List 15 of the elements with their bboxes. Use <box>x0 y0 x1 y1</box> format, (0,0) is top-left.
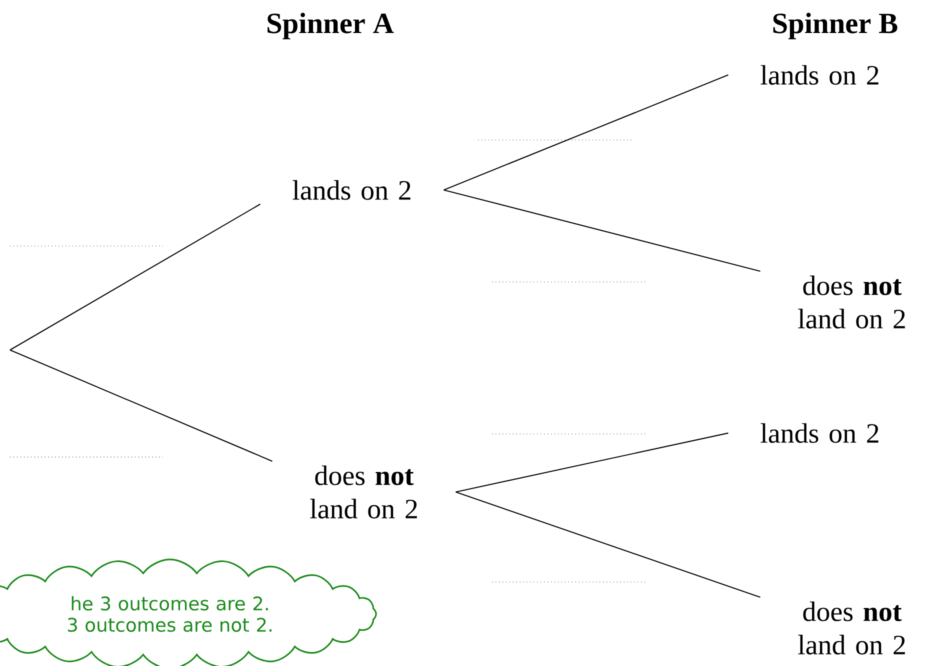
thought-cloud: he 3 outcomes are 2. 3 outcomes are not 2. <box>0 558 377 666</box>
outcome-label: lands on 2 <box>760 423 878 443</box>
column-heading: Spinner A <box>268 12 394 40</box>
outcome-label: lands on 2 <box>760 65 878 85</box>
branch-label: does not land on 2 <box>310 465 417 518</box>
branch-line <box>10 350 272 462</box>
branch-line <box>456 491 760 598</box>
outcome-label: does not land on 2 <box>798 275 905 328</box>
branch-line <box>444 74 728 190</box>
outcome-label: does not land on 2 <box>798 601 905 654</box>
branch-line <box>444 189 760 272</box>
branch-line <box>10 204 261 350</box>
column-heading: Spinner B <box>773 12 898 40</box>
branch-label: lands on 2 <box>292 180 410 200</box>
branch-line <box>456 432 728 493</box>
